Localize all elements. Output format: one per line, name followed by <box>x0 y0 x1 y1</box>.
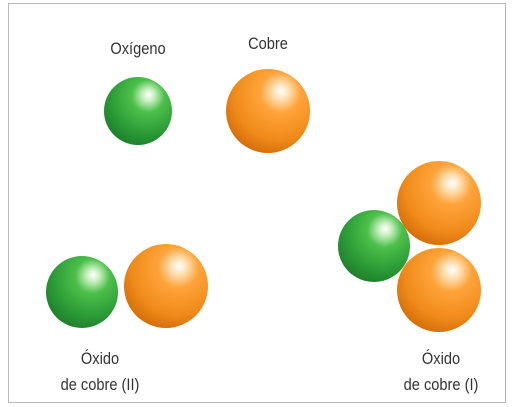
oxide-i-copper-atom-top <box>397 161 481 245</box>
oxygen-atom <box>104 77 172 145</box>
copper-atom <box>226 69 310 153</box>
oxide-i-label-line2: de cobre (I) <box>403 375 479 394</box>
oxide-ii-label-line2: de cobre (II) <box>60 375 140 394</box>
oxygen-label: Oxígeno <box>110 39 166 58</box>
oxide-i-oxygen-atom <box>338 210 410 282</box>
oxide-ii-oxygen-atom <box>46 256 118 328</box>
oxide-ii-label-line1: Óxido <box>80 349 120 368</box>
oxide-i-label-line1: Óxido <box>421 349 461 368</box>
copper-label: Cobre <box>248 34 288 53</box>
oxide-ii-copper-atom <box>124 244 208 328</box>
oxide-i-copper-atom-bottom <box>397 248 481 332</box>
